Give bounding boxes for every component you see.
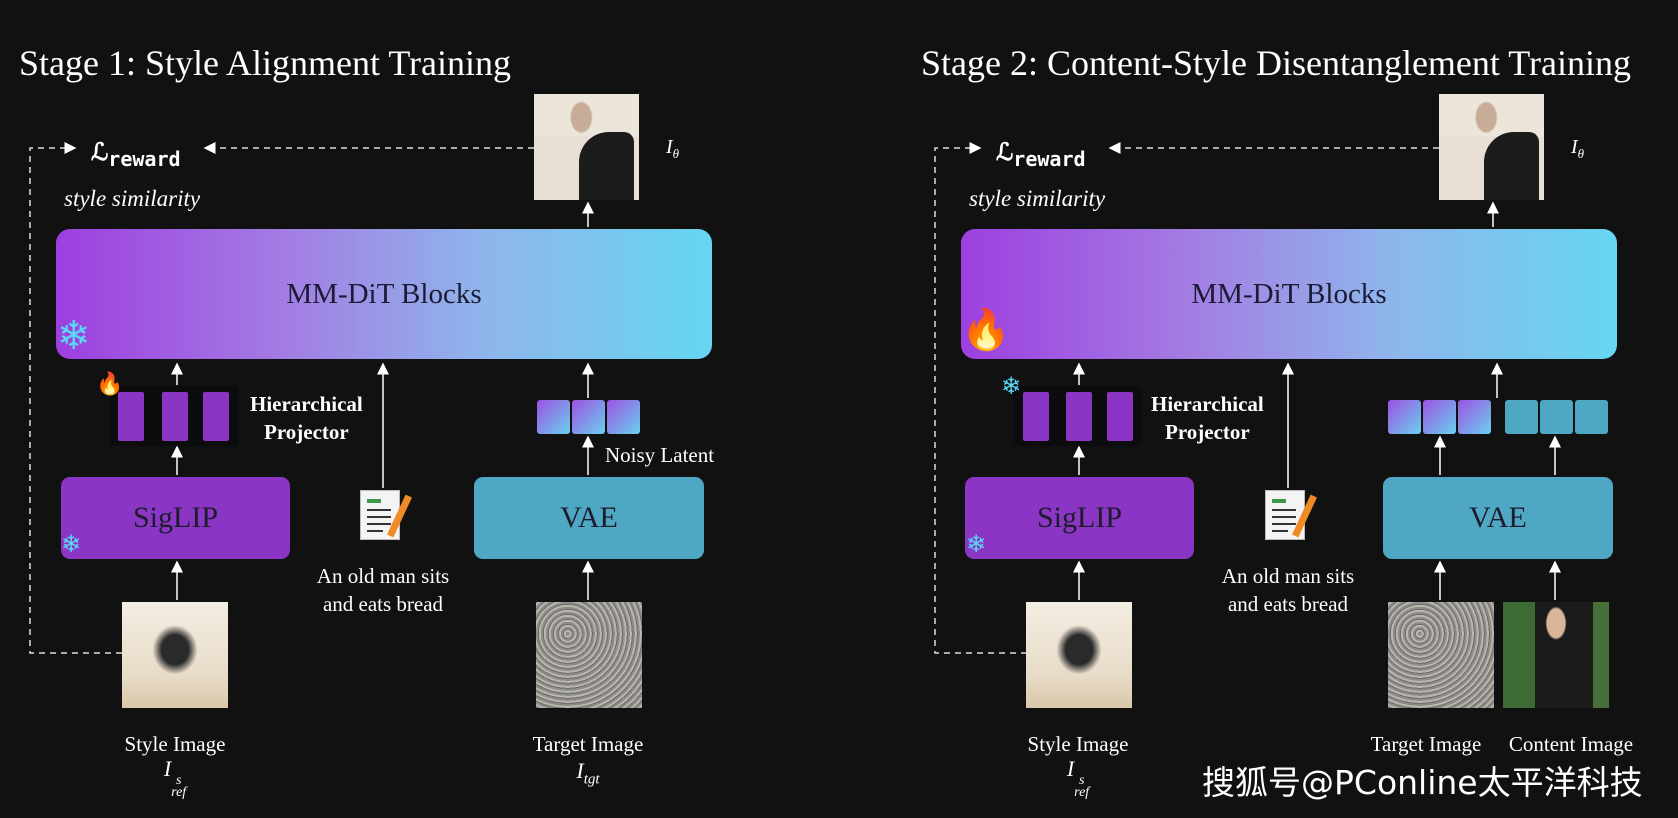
loss-symbol: ℒ bbox=[91, 140, 109, 166]
vae-encoder: VAE bbox=[474, 477, 704, 559]
content-image-label: Content Image bbox=[1508, 732, 1634, 756]
output-symbol-letter: I bbox=[1571, 136, 1578, 158]
style-similarity-label: style similarity bbox=[64, 186, 201, 211]
latent-token bbox=[1423, 400, 1456, 434]
target-image-label: Target Image bbox=[532, 732, 644, 756]
symbol-letter: I bbox=[576, 758, 584, 783]
output-image bbox=[534, 94, 639, 200]
projector-label-line1: Hierarchical bbox=[1151, 392, 1264, 416]
content-token bbox=[1575, 400, 1608, 434]
output-image bbox=[1439, 94, 1544, 200]
snowflake-icon: ❄ bbox=[57, 313, 91, 359]
output-symbol: Iθ bbox=[666, 136, 679, 162]
output-symbol-letter: I bbox=[666, 136, 673, 158]
symbol-sup: s bbox=[1078, 773, 1085, 788]
projector-label-line2: Projector bbox=[264, 420, 349, 444]
stage2-arrows bbox=[934, 142, 1561, 654]
symbol-sub: ref bbox=[1074, 785, 1090, 800]
latent-token bbox=[572, 400, 605, 434]
loss-symbol: ℒ bbox=[996, 140, 1014, 166]
prompt-text: An old man sits and eats bread bbox=[1178, 562, 1398, 618]
symbol-letter: I bbox=[163, 756, 172, 781]
symbol-sub: tgt bbox=[583, 771, 600, 788]
noisy-latent-label: Noisy Latent bbox=[605, 443, 715, 467]
snowflake-icon: ❄ bbox=[1001, 372, 1022, 400]
projector-label-line1: Hierarchical bbox=[250, 392, 363, 416]
projector-bar bbox=[1066, 392, 1092, 441]
symbol-sup: s bbox=[175, 773, 182, 788]
document-pen-icon bbox=[1265, 490, 1305, 540]
fire-icon: 🔥 bbox=[961, 307, 1011, 353]
fire-icon: 🔥 bbox=[96, 372, 124, 397]
target-image bbox=[536, 602, 642, 708]
latent-token bbox=[537, 400, 570, 434]
prompt-line1: An old man sits bbox=[316, 564, 450, 588]
stage-1: Stage 1: Style Alignment Training ℒrewar… bbox=[19, 43, 715, 800]
reward-loss-label: ℒreward bbox=[996, 138, 1086, 171]
stage-title: Stage 2: Content-Style Disentanglement T… bbox=[921, 43, 1631, 83]
vae-encoder: VAE bbox=[1383, 477, 1613, 559]
prompt-line1: An old man sits bbox=[1221, 564, 1355, 588]
snowflake-icon: ❄ bbox=[966, 530, 987, 558]
target-image-symbol: Itgt bbox=[538, 758, 638, 788]
latent-token bbox=[1388, 400, 1421, 434]
siglip-encoder: SigLIP bbox=[965, 477, 1194, 559]
symbol-letter: I bbox=[1066, 756, 1075, 781]
prompt-text: An old man sits and eats bread bbox=[273, 562, 493, 618]
style-similarity-label: style similarity bbox=[969, 186, 1106, 211]
prompt-line2: and eats bread bbox=[1227, 592, 1349, 616]
projector-bar bbox=[1107, 392, 1133, 441]
style-image-label: Style Image bbox=[1027, 732, 1129, 756]
style-image-label: Style Image bbox=[124, 732, 226, 756]
stage-title: Stage 1: Style Alignment Training bbox=[19, 43, 512, 83]
mm-dit-blocks: MM-DiT Blocks bbox=[56, 229, 712, 359]
output-symbol: Iθ bbox=[1571, 136, 1584, 162]
content-token bbox=[1540, 400, 1573, 434]
latent-token bbox=[1458, 400, 1491, 434]
reward-loss-label: ℒreward bbox=[91, 138, 181, 171]
output-symbol-sub: θ bbox=[672, 146, 680, 161]
loss-subscript: reward bbox=[108, 146, 181, 171]
stage-2: Stage 2: Content-Style Disentanglement T… bbox=[905, 0, 1678, 818]
symbol-sub: ref bbox=[171, 785, 187, 800]
output-symbol-sub: θ bbox=[1577, 146, 1585, 161]
content-token bbox=[1505, 400, 1538, 434]
latent-token bbox=[607, 400, 640, 434]
projector-bar bbox=[203, 392, 229, 441]
prompt-line2: and eats bread bbox=[322, 592, 444, 616]
projector-label-line2: Projector bbox=[1165, 420, 1250, 444]
stage1-arrows bbox=[29, 142, 594, 654]
projector-bar bbox=[1023, 392, 1049, 441]
target-image-label: Target Image bbox=[1370, 732, 1482, 756]
projector-bar bbox=[162, 392, 188, 441]
loss-subscript: reward bbox=[1013, 146, 1086, 171]
siglip-encoder: SigLIP bbox=[61, 477, 290, 559]
style-image bbox=[1026, 602, 1132, 708]
style-image bbox=[122, 602, 228, 708]
content-image bbox=[1503, 602, 1609, 708]
target-image bbox=[1388, 602, 1494, 708]
watermark: 搜狐号@PConline太平洋科技 bbox=[1202, 763, 1643, 802]
projector-bar bbox=[118, 392, 144, 441]
snowflake-icon: ❄ bbox=[61, 530, 82, 558]
mm-dit-blocks: MM-DiT Blocks bbox=[961, 229, 1617, 359]
